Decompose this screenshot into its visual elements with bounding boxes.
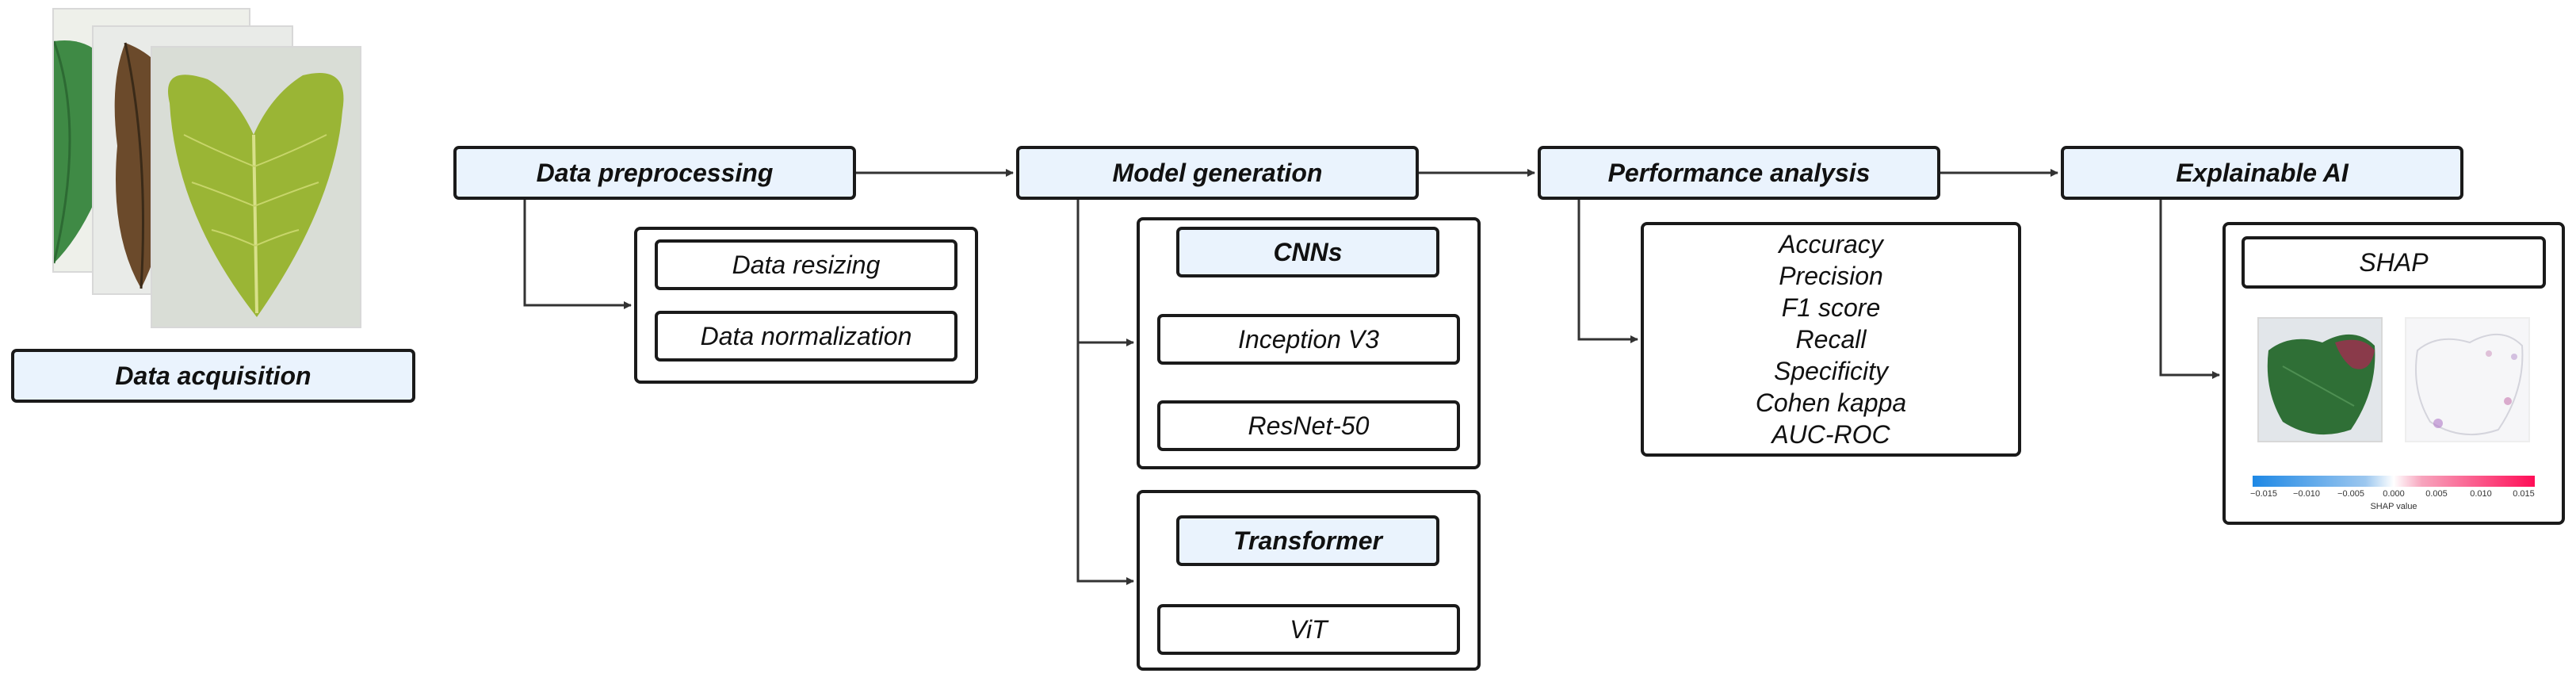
colorbar-label: SHAP value	[2370, 502, 2417, 511]
shap-heatmap-image	[2405, 317, 2530, 442]
model-vit: ViT	[1157, 604, 1460, 655]
connector-metrics	[1577, 200, 1638, 343]
connector-cnn	[1076, 200, 1134, 346]
shap-input-leaf-image	[2257, 317, 2383, 442]
stage-data-acquisition: Data acquisition	[11, 349, 415, 403]
stage-performance-analysis: Performance analysis	[1538, 146, 1940, 200]
stage-model-generation: Model generation	[1016, 146, 1419, 200]
colorbar-tick: 0.015	[2513, 489, 2535, 499]
metric-auc-roc: AUC-ROC	[1771, 420, 1890, 449]
model-resnet-50: ResNet-50	[1157, 400, 1460, 451]
colorbar-tick: 0.010	[2470, 489, 2492, 499]
connector-transformer	[1076, 342, 1134, 585]
colorbar-tick: −0.010	[2293, 489, 2320, 499]
stage-explainable-ai: Explainable AI	[2061, 146, 2463, 200]
shap-colorbar	[2253, 476, 2535, 487]
model-inception-v3: Inception V3	[1157, 314, 1460, 365]
colorbar-tick: 0.005	[2425, 489, 2448, 499]
metrics-panel	[1641, 222, 2021, 457]
connector-shap	[2159, 200, 2220, 379]
transformer-group-title: Transformer	[1176, 515, 1439, 566]
cnn-group-title: CNNs	[1176, 227, 1439, 277]
preprocessing-step-resizing: Data resizing	[655, 239, 957, 290]
metrics-list: Accuracy Precision F1 score Recall Speci…	[1641, 224, 2021, 454]
colorbar-tick: −0.005	[2337, 489, 2364, 499]
colorbar-tick: 0.000	[2383, 489, 2405, 499]
shap-title: SHAP	[2242, 236, 2546, 289]
metric-cohen-kappa: Cohen kappa	[1755, 388, 1907, 417]
colorbar-tick: −0.015	[2250, 489, 2277, 499]
metric-accuracy: Accuracy	[1779, 230, 1883, 258]
metric-specificity: Specificity	[1773, 357, 1889, 385]
metric-precision: Precision	[1779, 262, 1883, 290]
metric-recall: Recall	[1795, 325, 1867, 354]
stage-data-preprocessing: Data preprocessing	[453, 146, 856, 200]
metric-f1-score: F1 score	[1781, 293, 1881, 322]
connector-preprocessing-steps	[523, 200, 632, 309]
preprocessing-step-normalization: Data normalization	[655, 311, 957, 362]
leaf-photo-front	[151, 46, 361, 328]
